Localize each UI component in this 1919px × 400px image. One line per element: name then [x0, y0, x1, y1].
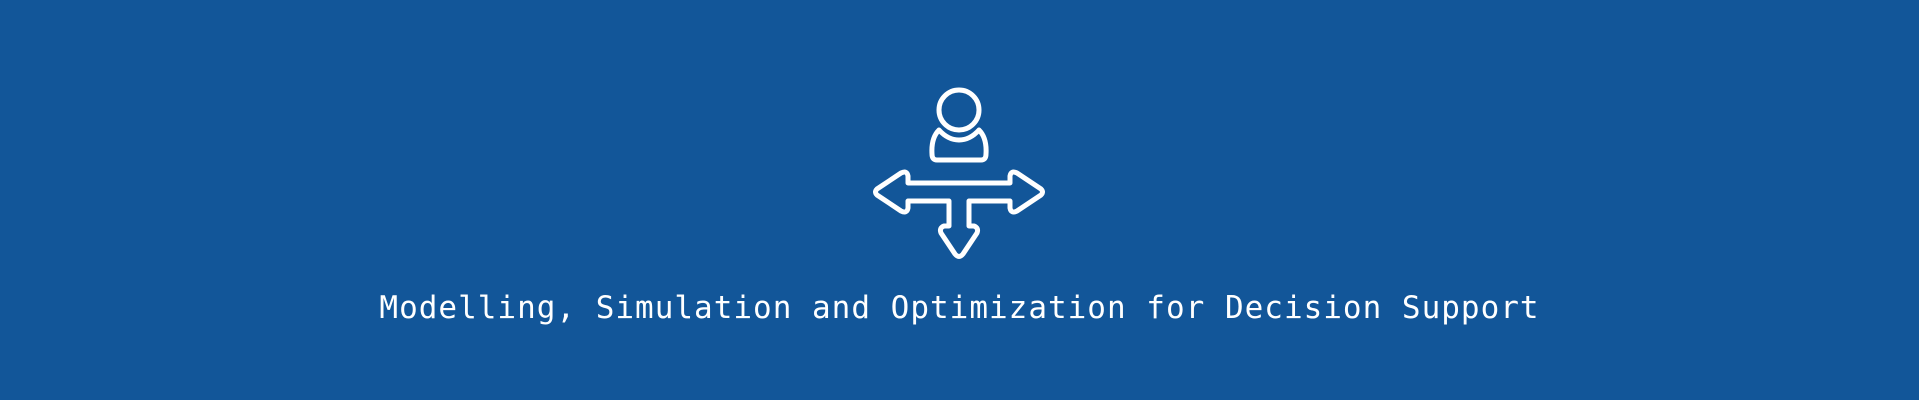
person-head-icon	[936, 87, 982, 133]
tagline-text: Modelling, Simulation and Optimization f…	[379, 290, 1540, 326]
person-body-icon	[929, 127, 989, 163]
three-way-arrow-icon	[873, 169, 1045, 259]
person-decision-arrows-icon	[873, 86, 1045, 264]
